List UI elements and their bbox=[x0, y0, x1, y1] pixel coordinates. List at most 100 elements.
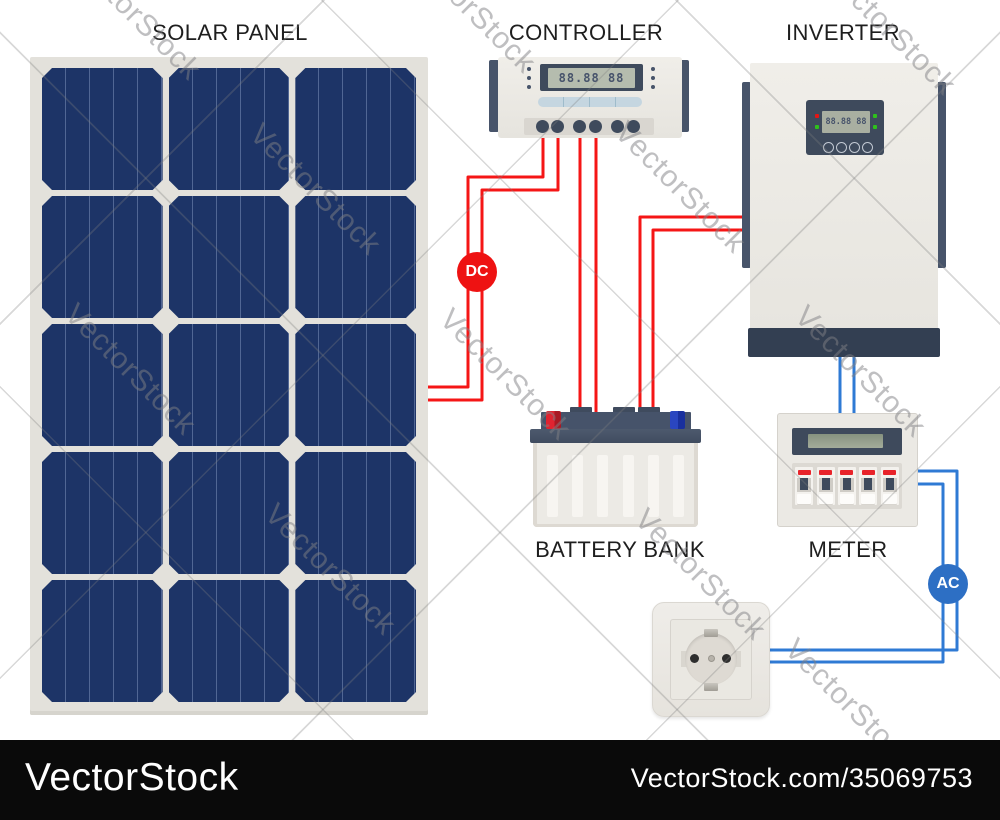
solar-cell bbox=[169, 580, 290, 702]
breaker-handle bbox=[800, 478, 809, 490]
outlet-center-screw bbox=[708, 655, 715, 662]
controller-indicator-dot bbox=[527, 76, 531, 80]
solar-panel-label: SOLAR PANEL bbox=[152, 20, 308, 45]
inverter-label: INVERTER bbox=[785, 20, 901, 45]
inverter-led-red bbox=[815, 114, 819, 118]
breaker-foot bbox=[818, 494, 833, 504]
footer-bar: VectorStock VectorStock.com/35069753 bbox=[0, 740, 1000, 820]
breaker-red-bar bbox=[861, 470, 875, 475]
solar-panel-cells bbox=[42, 68, 416, 702]
solar-cell bbox=[295, 580, 416, 702]
controller-terminal bbox=[551, 120, 564, 133]
inverter-mount-tab-right bbox=[937, 82, 946, 268]
breaker-switch bbox=[859, 467, 878, 505]
solar-cell bbox=[295, 196, 416, 318]
breaker-toggle bbox=[882, 478, 897, 492]
wire-dc-battery-to-inverter-1 bbox=[638, 215, 747, 414]
breaker-red-bar bbox=[819, 470, 833, 475]
solar-cell bbox=[295, 324, 416, 446]
battery-terminal-negative bbox=[670, 411, 685, 429]
battery-ridge bbox=[647, 455, 659, 517]
controller-indicator-dot bbox=[651, 85, 655, 89]
battery-bank-label: BATTERY BANK bbox=[535, 537, 705, 562]
battery-ridge bbox=[672, 455, 684, 517]
solar-cell bbox=[42, 68, 163, 190]
breaker-toggle bbox=[861, 478, 876, 492]
dc-current-badge: DC bbox=[457, 252, 497, 292]
breaker-red-bar bbox=[840, 470, 854, 475]
solar-cell bbox=[169, 68, 290, 190]
battery-top-section bbox=[541, 412, 691, 430]
battery-body bbox=[533, 443, 698, 527]
solar-cell bbox=[42, 580, 163, 702]
breaker-foot bbox=[882, 494, 897, 504]
controller-mount-tab-right bbox=[679, 60, 689, 132]
controller-indicator-dot bbox=[527, 67, 531, 71]
meter-lcd bbox=[808, 434, 883, 448]
outlet-pin-hole-right bbox=[722, 654, 731, 663]
controller-indicator-dot bbox=[651, 76, 655, 80]
controller-terminal bbox=[573, 120, 586, 133]
meter-label: METER bbox=[808, 537, 888, 562]
wire-ac-meter-to-outlet-1 bbox=[769, 469, 959, 652]
solar-cell bbox=[169, 324, 290, 446]
solar-cell bbox=[42, 196, 163, 318]
controller-terminal bbox=[627, 120, 640, 133]
breaker-toggle bbox=[839, 478, 854, 492]
ac-current-badge: AC bbox=[928, 564, 968, 604]
battery-lid bbox=[530, 429, 701, 443]
inverter-bottom-vent bbox=[748, 328, 940, 357]
solar-cell bbox=[169, 196, 290, 318]
solar-cell bbox=[42, 452, 163, 574]
wiring-layer bbox=[426, 130, 959, 664]
breaker-handle bbox=[821, 478, 830, 490]
breaker-handle bbox=[842, 478, 851, 490]
controller-terminal bbox=[611, 120, 624, 133]
inverter-lcd: 88.88 88 bbox=[822, 111, 870, 133]
breaker-handle bbox=[885, 478, 894, 490]
inverter-button bbox=[836, 142, 847, 153]
controller-indicator-dot bbox=[651, 67, 655, 71]
wire-dc-panel-to-controller-2 bbox=[426, 130, 560, 402]
controller-terminal bbox=[536, 120, 549, 133]
controller-mount-tab-left bbox=[489, 60, 499, 132]
breaker-red-bar bbox=[883, 470, 897, 475]
solar-cell bbox=[169, 452, 290, 574]
breaker-switch bbox=[880, 467, 899, 505]
inverter-led-green bbox=[873, 114, 877, 118]
controller-label: CONTROLLER bbox=[508, 20, 664, 45]
footer-image-ref: VectorStock.com/35069753 bbox=[630, 762, 973, 793]
breaker-toggle bbox=[818, 478, 833, 492]
inverter-led-green bbox=[815, 125, 819, 129]
inverter-button bbox=[823, 142, 834, 153]
solar-panel-illustration bbox=[30, 57, 428, 715]
solar-cell bbox=[42, 324, 163, 446]
breaker-red-bar bbox=[797, 470, 811, 475]
breaker-handle bbox=[864, 478, 873, 490]
breaker-row bbox=[792, 463, 902, 509]
outlet-pin-hole-left bbox=[690, 654, 699, 663]
battery-ridge bbox=[622, 455, 634, 517]
breaker-switch bbox=[816, 467, 835, 505]
solar-cell bbox=[295, 68, 416, 190]
controller-button-bar bbox=[538, 97, 642, 107]
inverter-mount-tab-left bbox=[742, 82, 751, 268]
battery-ridge bbox=[597, 455, 609, 517]
controller-indicator-dot bbox=[527, 85, 531, 89]
battery-terminal-positive bbox=[546, 411, 561, 429]
solar-cell bbox=[295, 452, 416, 574]
battery-ridge bbox=[572, 455, 584, 517]
outlet-ground-clip-bottom bbox=[704, 683, 718, 691]
wire-dc-panel-to-controller-1 bbox=[426, 130, 545, 389]
inverter-button bbox=[862, 142, 873, 153]
breaker-switch bbox=[795, 467, 814, 505]
breaker-toggle bbox=[797, 478, 812, 492]
battery-ridge bbox=[547, 455, 559, 517]
breaker-foot bbox=[839, 494, 854, 504]
breaker-foot bbox=[797, 494, 812, 504]
controller-lcd: 88.88 88 bbox=[548, 68, 635, 88]
breaker-foot bbox=[861, 494, 876, 504]
inverter-led-green bbox=[873, 125, 877, 129]
breaker-switch bbox=[837, 467, 856, 505]
